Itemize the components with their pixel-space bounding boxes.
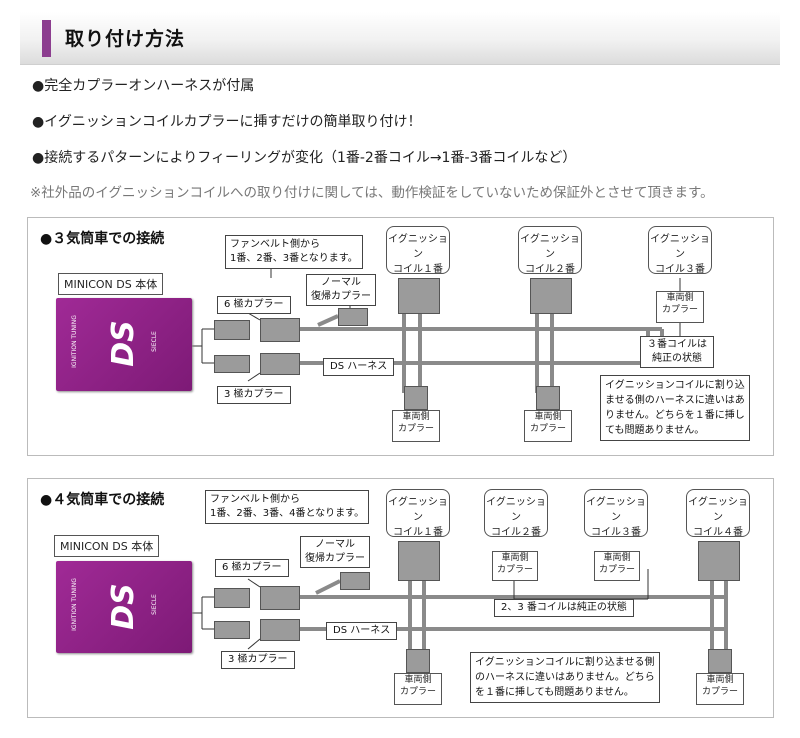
six-pole-label: 6 極カプラー [217,296,291,314]
device-model-label: MINICON DS 本体 [54,535,160,557]
vehicle-plug-1 [406,649,430,673]
six-pole-label: 6 極カプラー [215,559,289,577]
vehicle-coupler-4: 車両側カプラー [696,673,744,705]
three-pole-label: 3 極カプラー [217,386,291,404]
ignition-coil-1: イグニッションコイル１番 [386,226,450,275]
normal-return-label: ノーマル復帰カプラー [306,274,376,306]
ignition-coil-3: イグニッションコイル３番 [584,489,648,538]
brand-label: SIECLE [150,594,158,615]
six-pole-coupler-right [260,318,300,342]
ds-harness-label: DS ハーネス [323,358,395,376]
ignition-coil-3: イグニッションコイル３番 [648,226,712,275]
ignition-coil-4: イグニッションコイル４番 [686,489,750,538]
harness-warning: イグニッションコイルに割り込ませる側のハーネスに違いはありません。どちら を１番… [470,652,660,703]
vehicle-plug-4 [708,649,732,673]
vehicle-coupler-2: 車両側カプラー [524,410,572,442]
normal-return-coupler [338,308,368,326]
three-pole-coupler-left [214,355,250,373]
diagram-title: ●３気筒車での接続 [40,231,165,247]
coil23-stock-note: 2、3 番コイルは純正の状態 [494,599,634,617]
section-header: 取り付け方法 [20,12,780,65]
vehicle-coupler-coil3: 車両側カプラー [594,551,640,581]
diagram-title: ●４気筒車での接続 [40,492,165,508]
six-pole-coupler-right [260,586,300,610]
bullet-easy-install: ●イグニッションコイルカプラーに挿すだけの簡単取り付け！ [32,114,422,130]
ds-logo: DS [105,320,141,367]
ignition-coil-1: イグニッションコイル１番 [386,489,450,538]
three-pole-label: 3 極カプラー [221,651,295,669]
vehicle-coupler-coil3: 車両側カプラー [656,291,704,323]
three-pole-coupler-right [260,619,300,641]
brand-label: SIECLE [150,331,158,352]
vehicle-coupler-1: 車両側カプラー [394,673,442,705]
minicon-ds-unit: DS IGNITION TUNING SIECLE [56,561,192,653]
coil-2-connector [530,278,572,314]
tuning-label: IGNITION TUNING [70,578,78,631]
six-pole-coupler-left [214,588,250,608]
vehicle-plug-2 [536,386,560,410]
bullet-coupler-on: ●完全カプラーオンハーネスが付属 [32,78,255,94]
three-pole-coupler-right [260,353,300,375]
coil-4-connector [698,541,740,581]
vehicle-plug-1 [404,386,428,410]
vehicle-coupler-1: 車両側カプラー [392,410,440,442]
ignition-coil-2: イグニッションコイル２番 [518,226,582,275]
device-model-label: MINICON DS 本体 [58,273,164,295]
bullet-pattern-feeling: ●接続するパターンによりフィーリングが変化（1番-2番コイル→1番-3番コイルな… [32,150,577,166]
minicon-ds-unit: DS IGNITION TUNING SIECLE [56,298,192,391]
coil-1-connector [398,278,440,314]
normal-return-label: ノーマル復帰カプラー [300,536,370,568]
six-pole-coupler-left [214,320,250,340]
header-accent-bar [42,20,51,57]
ds-logo: DS [105,583,141,630]
warranty-note: ※社外品のイグニッションコイルへの取り付けに関しては、動作検証をしていないため保… [30,185,714,201]
ds-harness-label: DS ハーネス [326,622,398,640]
ignition-coil-2: イグニッションコイル２番 [484,489,548,538]
section-title: 取り付け方法 [65,28,186,50]
vehicle-coupler-coil2: 車両側カプラー [492,551,538,581]
harness-warning: イグニッションコイルに割り込ませる側のハーネスに違いはあ りません。どちらを１番… [600,375,750,441]
normal-return-coupler [340,572,370,590]
coil3-stock-note: ３番コイルは純正の状態 [640,336,714,368]
three-pole-coupler-left [214,621,250,639]
coil-1-connector [398,541,440,581]
tuning-label: IGNITION TUNING [70,315,78,368]
